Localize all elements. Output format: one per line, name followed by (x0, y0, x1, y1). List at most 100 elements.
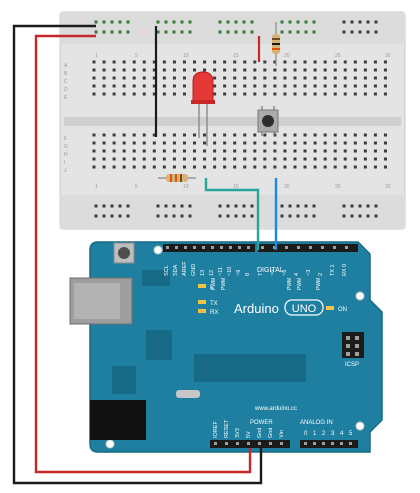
power-pin-label: Vin (279, 430, 285, 438)
power-rail-hole (304, 204, 308, 208)
power-rail-hole (180, 20, 184, 24)
power-rail-hole (288, 20, 292, 24)
icsp-pin (355, 352, 359, 356)
dc-power-jack (90, 400, 146, 440)
breadboard-hole (253, 92, 257, 96)
breadboard-hole (373, 165, 377, 169)
breadboard-holes (92, 20, 387, 218)
breadboard-hole (263, 76, 267, 80)
wire-led-signal (204, 178, 260, 250)
power-rail-hole (342, 204, 346, 208)
breadboard-hole (122, 165, 126, 169)
row-letter-j: J (64, 168, 67, 174)
power-rail-hole (304, 30, 308, 34)
row-letter-h: H (64, 152, 68, 158)
breadboard-hole (223, 165, 227, 169)
breadboard-hole (182, 157, 186, 161)
breadboard-hole (122, 149, 126, 153)
breadboard-hole (203, 149, 207, 153)
header-pin (261, 246, 264, 249)
breadboard-hole (233, 84, 237, 88)
breadboard-hole (213, 76, 217, 80)
breadboard-hole (243, 157, 247, 161)
breadboard-hole (213, 68, 217, 72)
breadboard-hole (102, 92, 106, 96)
usb-port-inner (74, 283, 120, 319)
led-red (191, 71, 215, 146)
breadboard-hole (172, 157, 176, 161)
breadboard-hole (253, 84, 257, 88)
power-rail-hole (118, 30, 122, 34)
pwm-label: PWM (221, 278, 227, 290)
pwm-label: PWM (297, 278, 303, 290)
breadboard-hole (152, 141, 156, 145)
main-microcontroller (194, 354, 306, 382)
breadboard-hole (223, 60, 227, 64)
row-letter-d: D (64, 87, 68, 93)
power-rail-hole (226, 20, 230, 24)
breadboard-hole (293, 157, 297, 161)
breadboard-hole (263, 165, 267, 169)
header-pin (166, 246, 169, 249)
breadboard-hole (92, 165, 96, 169)
mounting-hole (105, 439, 115, 449)
breadboard-hole (283, 68, 287, 72)
power-rail-hole (280, 20, 284, 24)
breadboard-hole (203, 68, 207, 72)
breadboard-hole (363, 60, 367, 64)
pin-label: ~9 (236, 270, 242, 276)
breadboard-hole (363, 133, 367, 137)
power-rail-hole (296, 20, 300, 24)
mounting-hole (355, 421, 365, 431)
analog-pin-label: 4 (340, 431, 344, 437)
header-pin (184, 246, 187, 249)
power-rail-hole (218, 30, 222, 34)
power-rail-hole (350, 204, 354, 208)
header-pin (247, 442, 250, 445)
header-pin (193, 246, 196, 249)
col-number-5-bottom: 5 (135, 184, 138, 190)
breadboard-hole (182, 84, 186, 88)
power-rail-hole (374, 20, 378, 24)
pwm-label: PWM (287, 278, 293, 290)
chip (142, 270, 170, 286)
breadboard-hole (323, 141, 327, 145)
breadboard-hole (313, 60, 317, 64)
breadboard-hole (92, 141, 96, 145)
breadboard-hole (353, 165, 357, 169)
power-rail-hole (242, 214, 246, 218)
breadboard-hole (293, 92, 297, 96)
power-rail-hole (172, 20, 176, 24)
breadboard-hole (243, 68, 247, 72)
breadboard-hole (102, 157, 106, 161)
resistor-pulldown (272, 22, 280, 66)
breadboard-hole (283, 133, 287, 137)
breadboard-hole (142, 133, 146, 137)
header-pin (313, 442, 316, 445)
col-number-20-top: 20 (284, 53, 290, 59)
breadboard-hole (273, 141, 277, 145)
pin-label: 2 (318, 273, 324, 276)
breadboard-hole (152, 133, 156, 137)
breadboard-hole (313, 157, 317, 161)
power-rail-hole (280, 214, 284, 218)
power-rail-hole (342, 20, 346, 24)
breadboard-hole (112, 157, 116, 161)
breadboard-hole (303, 149, 307, 153)
breadboard-hole (92, 92, 96, 96)
header-pin (280, 442, 283, 445)
col-number-10-bottom: 10 (183, 184, 189, 190)
board-pcb (89, 241, 383, 453)
breadboard-hole (152, 84, 156, 88)
analog-pin-label: 2 (322, 431, 326, 437)
header-pin (214, 442, 217, 445)
website-label: www.arduino.cc (254, 406, 297, 412)
breadboard-hole (323, 133, 327, 137)
power-rail-hole (172, 30, 176, 34)
breadboard-hole (182, 165, 186, 169)
breadboard-hole (303, 92, 307, 96)
breadboard-hole (182, 141, 186, 145)
breadboard-hole (102, 133, 106, 137)
power-pin-label: Gnd (268, 428, 274, 438)
